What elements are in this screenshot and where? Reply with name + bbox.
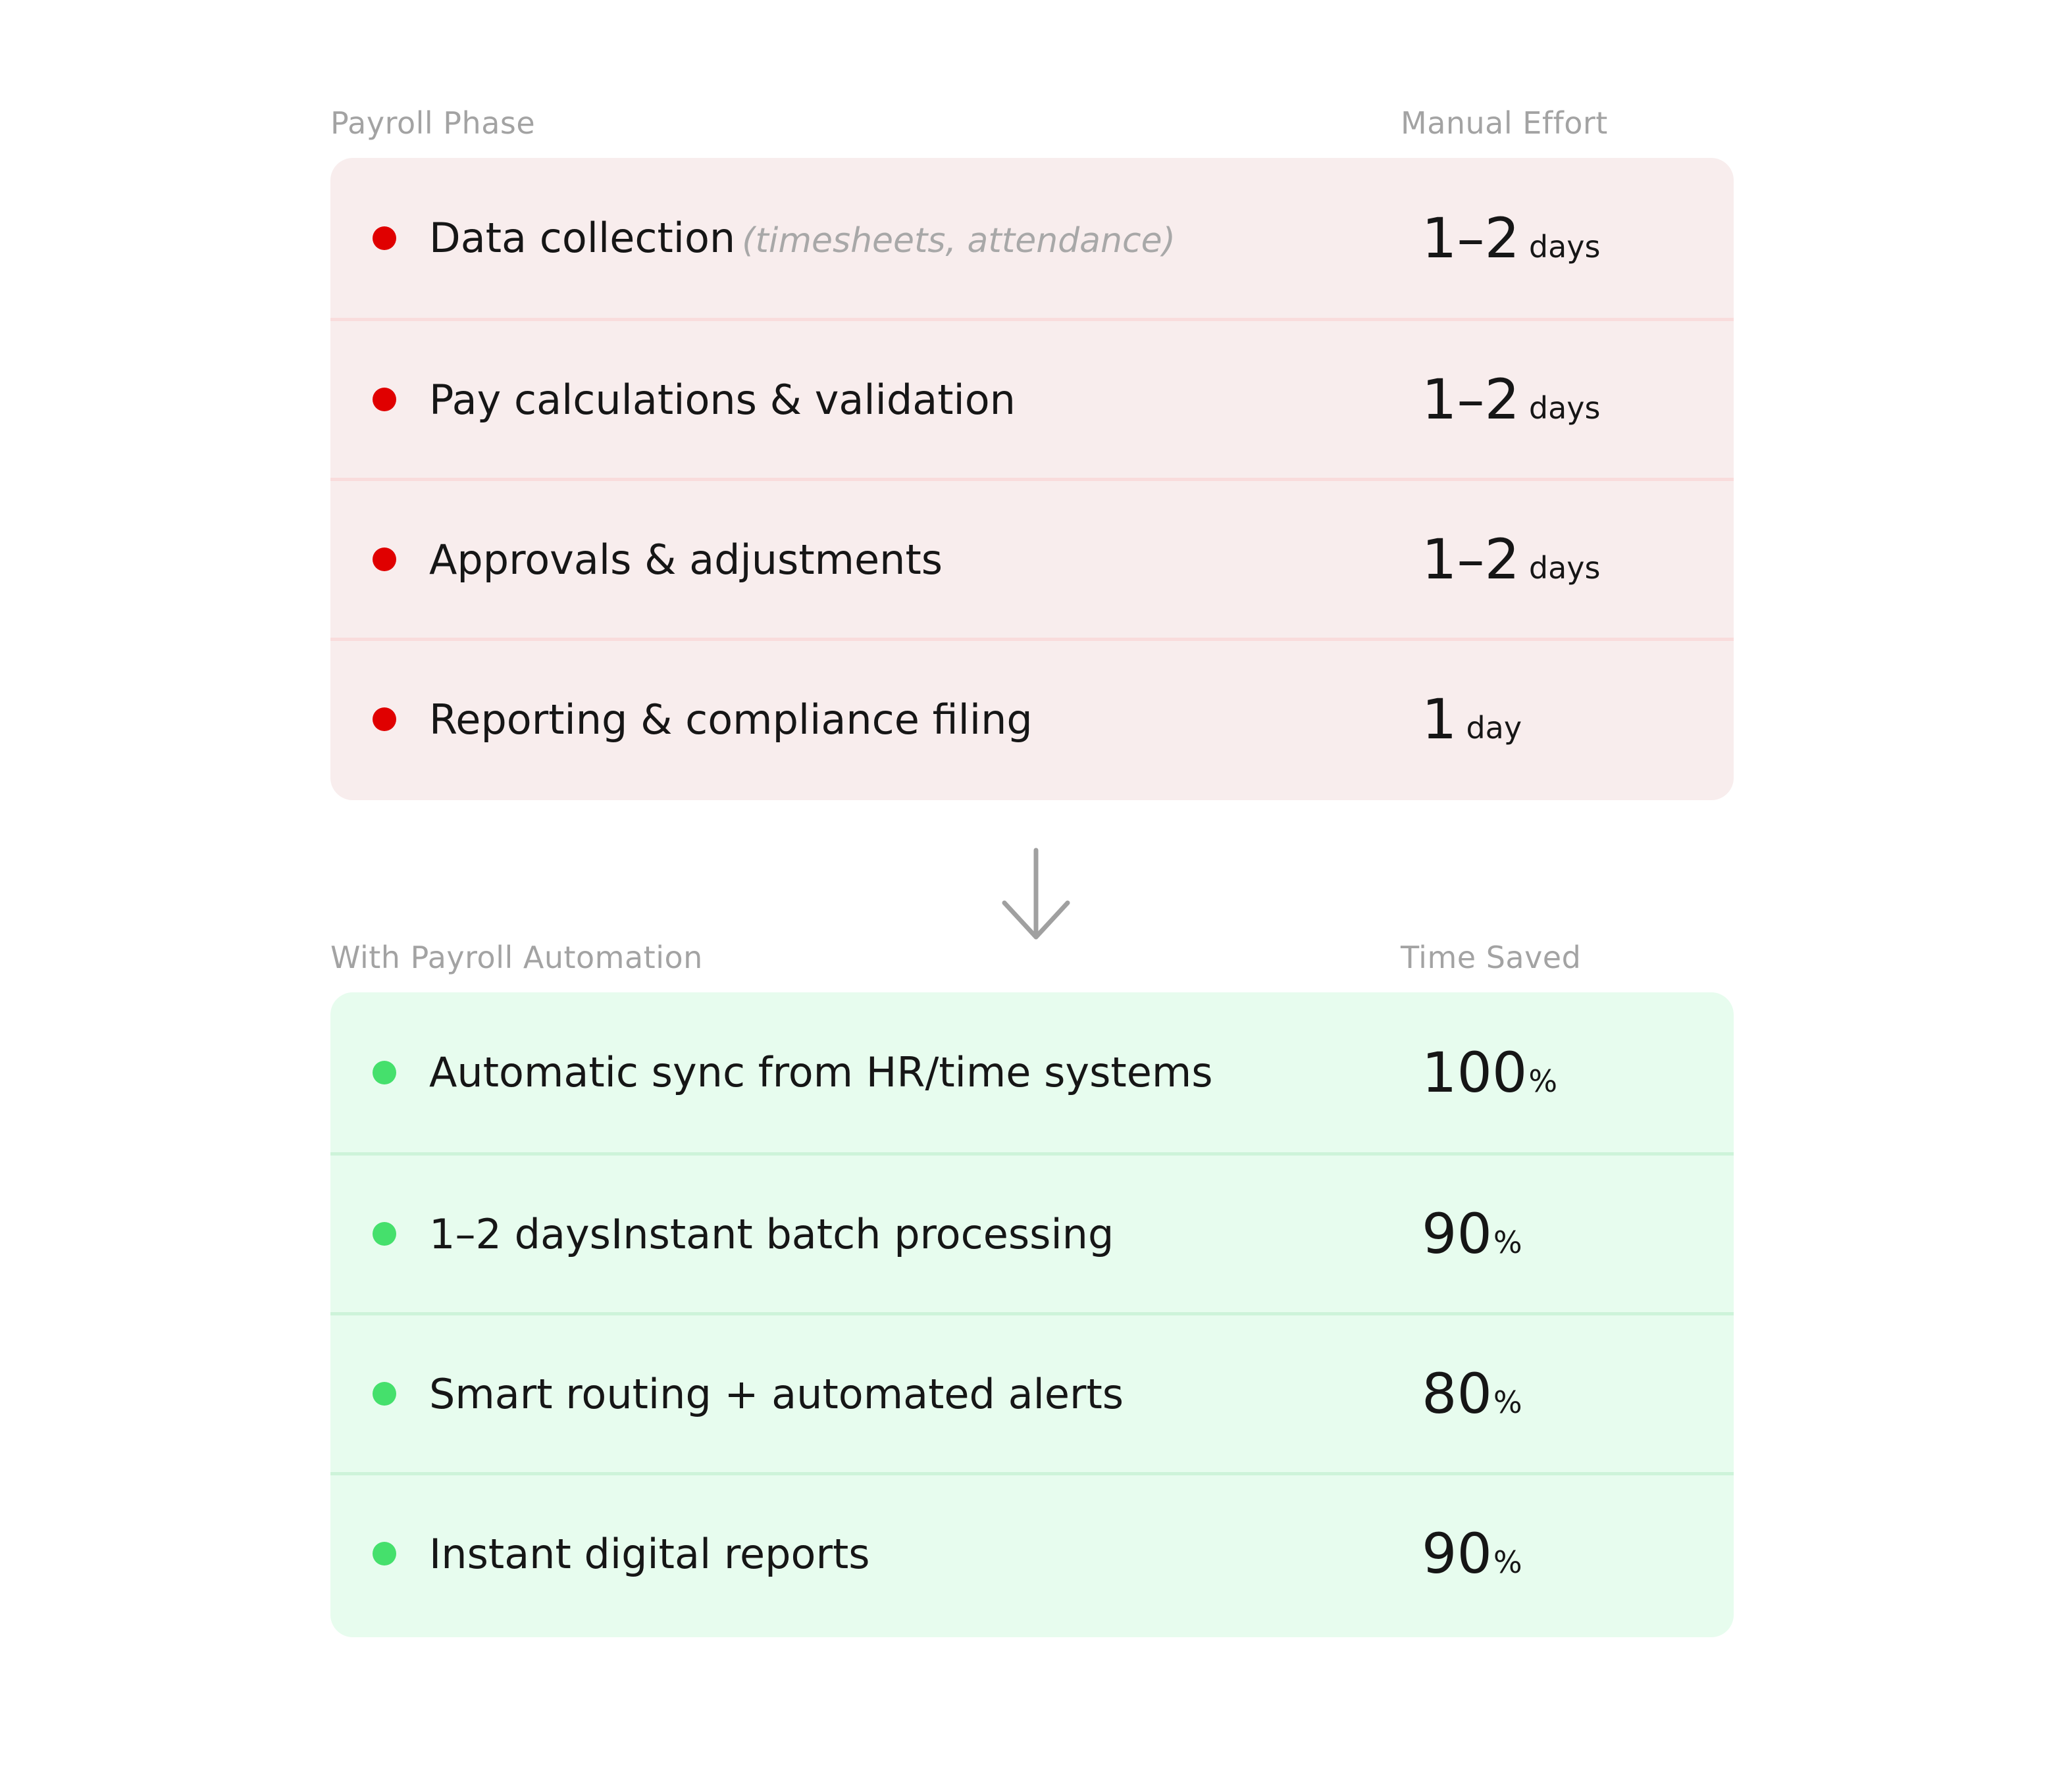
phase-note: (timesheets, attendance)	[742, 221, 1176, 261]
automated-row: Instant digital reports 90%	[330, 1472, 1734, 1632]
manual-phase-header: Payroll Phase	[330, 105, 536, 141]
time-saved-header: Time Saved	[1401, 940, 1582, 975]
automated-row: Smart routing + automated alerts 80%	[330, 1312, 1734, 1472]
manual-payroll-card: Data collection(timesheets, attendance) …	[330, 158, 1734, 800]
green-bullet-icon	[373, 1542, 396, 1566]
automation-label: Smart routing + automated alerts	[429, 1369, 1124, 1418]
manual-effort-header: Manual Effort	[1401, 105, 1608, 141]
green-bullet-icon	[373, 1382, 396, 1406]
phase-label: Data collection(timesheets, attendance)	[429, 214, 1176, 262]
arrow-down-icon	[1002, 848, 1070, 940]
time-saved-value: 80%	[1422, 1362, 1522, 1426]
phase-label: Reporting & compliance filing	[429, 695, 1033, 744]
manual-row: Data collection(timesheets, attendance) …	[330, 158, 1734, 318]
automation-label: Instant digital reports	[429, 1529, 870, 1578]
phase-label: Pay calculations & validation	[429, 375, 1016, 424]
automated-payroll-card: Automatic sync from HR/time systems 100%…	[330, 992, 1734, 1637]
green-bullet-icon	[373, 1222, 396, 1246]
phase-label: Approvals & adjustments	[429, 535, 943, 584]
automated-row: 1–2 daysInstant batch processing 90%	[330, 1152, 1734, 1312]
automation-label: 1–2 daysInstant batch processing	[429, 1209, 1114, 1258]
red-bullet-icon	[373, 547, 396, 571]
automation-label: Automatic sync from HR/time systems	[429, 1048, 1213, 1096]
red-bullet-icon	[373, 226, 396, 250]
automation-header: With Payroll Automation	[330, 940, 703, 975]
red-bullet-icon	[373, 388, 396, 411]
green-bullet-icon	[373, 1060, 396, 1084]
time-saved-value: 90%	[1422, 1202, 1522, 1266]
automated-row: Automatic sync from HR/time systems 100%	[330, 992, 1734, 1152]
time-saved-value: 90%	[1422, 1521, 1522, 1586]
red-bullet-icon	[373, 707, 396, 731]
time-saved-value: 100%	[1422, 1040, 1558, 1105]
